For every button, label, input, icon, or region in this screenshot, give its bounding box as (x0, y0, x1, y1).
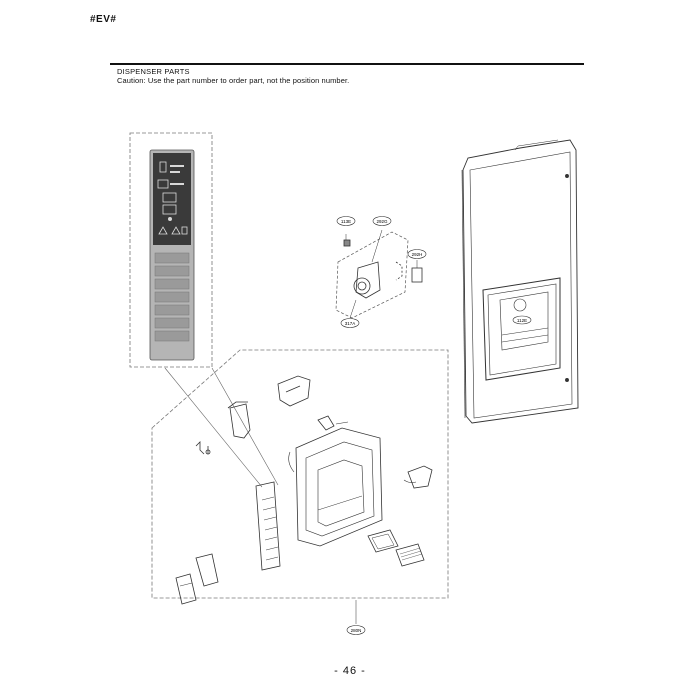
callout-317a: 317A (340, 318, 360, 328)
section-divider (110, 63, 584, 65)
display-icons (157, 161, 188, 235)
callout-112e: 112E (512, 315, 532, 325)
bracket (355, 261, 381, 299)
bar-icon (170, 171, 180, 173)
drip-grille (395, 543, 425, 567)
drip-tray (367, 529, 399, 553)
screw (343, 239, 351, 247)
upper-bracket (277, 375, 311, 407)
callout-292h: 292H (407, 249, 427, 259)
bar-icon (170, 165, 184, 167)
connector (411, 267, 423, 283)
digit-display-1 (162, 192, 177, 203)
bottom-bracket (195, 553, 219, 587)
svg-text:317A: 317A (345, 321, 356, 326)
control-panel-detail (129, 132, 279, 488)
solenoid-coil (353, 277, 371, 295)
cup-icon (159, 161, 167, 173)
panel-button (154, 265, 190, 277)
door-inner-edge (469, 151, 573, 419)
page-number: - 46 - (334, 665, 366, 677)
panel-button (154, 330, 190, 342)
panel-button (154, 291, 190, 303)
solenoid-assembly (335, 229, 423, 319)
section-title: DISPENSER PARTS (117, 67, 190, 76)
control-panel-pcb (255, 481, 281, 571)
detail-outline (129, 132, 213, 368)
svg-text:292G: 292G (376, 219, 388, 224)
door-outline (462, 139, 579, 424)
callout-113e: 113E (336, 216, 356, 226)
svg-text:280N: 280N (351, 628, 362, 633)
callout-280n: 280N (346, 625, 366, 635)
dispenser-housing-frame (295, 427, 383, 547)
lock-icon (181, 226, 188, 235)
alert-icon (171, 226, 181, 235)
svg-text:112E: 112E (517, 318, 527, 323)
assembly-outline (335, 231, 409, 319)
exploded-view-outline (151, 349, 449, 599)
panel-button (154, 278, 190, 290)
ice-icon (157, 179, 169, 189)
dispenser-housing (499, 291, 549, 351)
funnel-part (229, 403, 251, 439)
housing-clip (317, 415, 335, 431)
star-icon (168, 217, 172, 221)
panel-button (154, 317, 190, 329)
chute-cover (175, 573, 197, 605)
bar-icon (170, 183, 184, 185)
dispenser-lever (407, 465, 433, 489)
svg-text:113E: 113E (341, 219, 351, 224)
svg-text:292H: 292H (412, 252, 423, 257)
panel-button (154, 252, 190, 264)
refrigerator-door (461, 139, 579, 424)
panel-button (154, 304, 190, 316)
exploded-view (151, 349, 449, 624)
display-screen (153, 153, 191, 245)
caution-note: Caution: Use the part number to order pa… (117, 76, 350, 85)
leader-line (164, 367, 263, 488)
digit-display-2 (162, 204, 177, 215)
warning-icon (158, 226, 168, 235)
panel-buttons (154, 252, 190, 342)
document-tag: #EV# (90, 14, 117, 25)
callout-292g: 292G (372, 216, 392, 226)
dispenser-recess (482, 277, 561, 381)
leader-line (211, 367, 279, 486)
